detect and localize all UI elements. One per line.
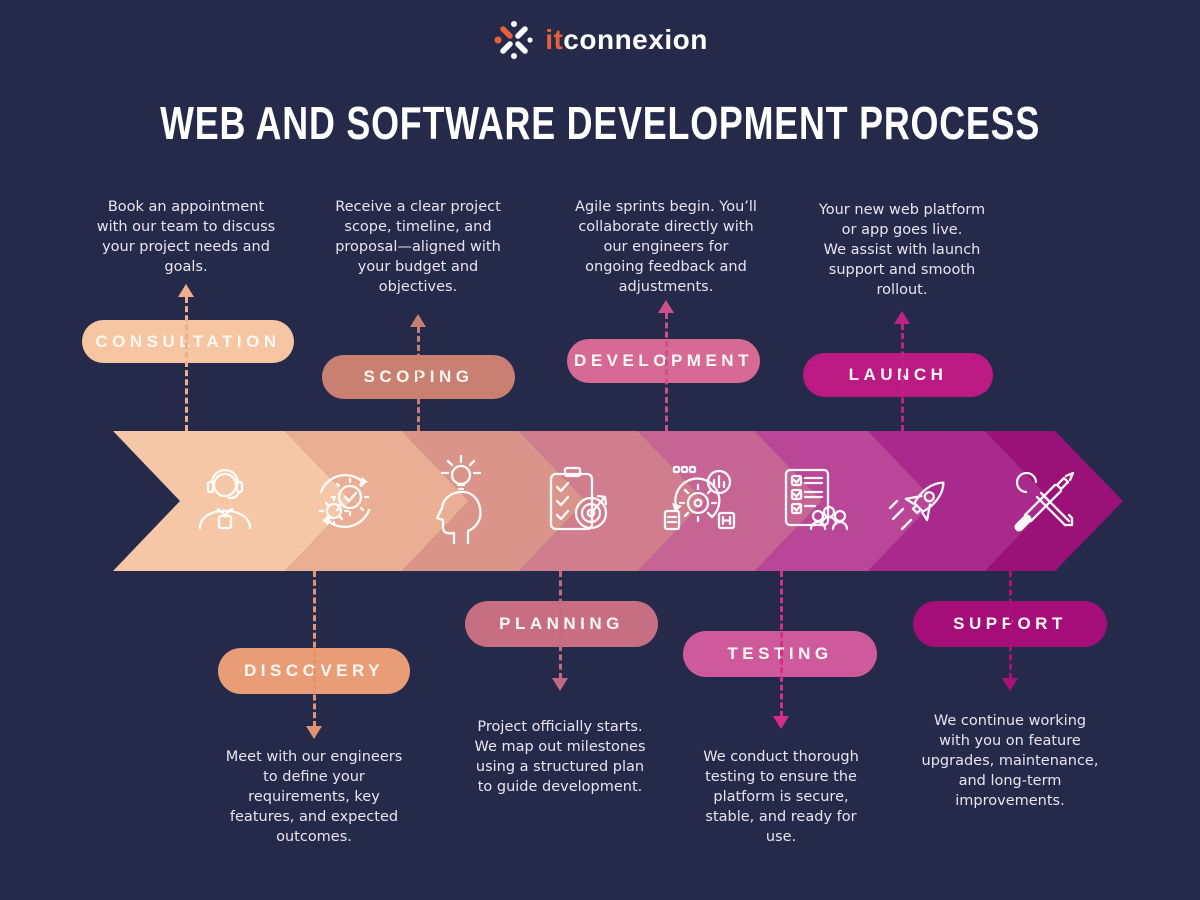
- stage-description-discovery: Meet with our engineers to define your r…: [225, 749, 403, 845]
- stage-description-planning: Project officially starts. We map out mi…: [474, 719, 646, 795]
- arrow-up-icon: [658, 300, 674, 313]
- band-segment-scoping: [402, 431, 586, 571]
- network-x-icon: [494, 21, 533, 59]
- band-segment-launch: [868, 431, 1052, 571]
- arrow-up-icon: [178, 284, 194, 297]
- stage-pill-label: DEVELOPMENT: [574, 351, 753, 370]
- process-arrow-band: [113, 431, 1123, 571]
- stage-connector-development: [665, 313, 668, 431]
- stage-connector-testing: [780, 571, 783, 717]
- stage-pill-label: DISCOVERY: [243, 661, 384, 680]
- page-title: WEB AND SOFTWARE DEVELOPMENT PROCESS: [160, 97, 1040, 149]
- idea-head-icon: [435, 454, 482, 545]
- arrow-up-icon: [410, 314, 426, 327]
- arrow-down-icon: [773, 716, 789, 729]
- band-segment-consultation: [113, 431, 352, 571]
- arrow-up-icon: [894, 311, 910, 324]
- stage-description-testing: We conduct thorough testing to ensure th…: [703, 749, 859, 845]
- stage-connector-scoping: [417, 327, 420, 431]
- stage-pill-launch: LAUNCH: [803, 353, 993, 397]
- stage-connector-launch: [901, 324, 904, 431]
- stage-pill-development: DEVELOPMENT: [567, 339, 760, 383]
- stage-pill-label: SUPPORT: [953, 614, 1067, 633]
- stage-connector-planning: [559, 571, 562, 679]
- arrow-down-icon: [552, 678, 568, 691]
- arrow-down-icon: [306, 726, 322, 739]
- rocket-icon: [888, 481, 945, 531]
- stage-connector-discovery: [313, 571, 316, 727]
- stage-pill-label: LAUNCH: [848, 365, 948, 384]
- process-gears-icon: [318, 473, 371, 529]
- clipboard-target-icon: [549, 466, 608, 531]
- brand-wordmark: itconnexion: [545, 24, 708, 56]
- arrow-down-icon: [1002, 678, 1018, 691]
- stage-pill-consultation: CONSULTATION: [82, 320, 294, 363]
- stage-connector-support: [1009, 571, 1012, 679]
- stage-pill-label: TESTING: [727, 644, 833, 663]
- agile-sprint-icon: [663, 465, 736, 531]
- stage-description-development: Agile sprints begin. You’ll collaborate …: [575, 199, 757, 295]
- stage-connector-consultation: [185, 297, 188, 431]
- band-segment-discovery: [285, 431, 469, 571]
- stage-description-consultation: Book an appointment with our team to dis…: [96, 199, 276, 275]
- logo-text-connexion: connexion: [563, 24, 708, 55]
- headset-agent-icon: [198, 468, 252, 530]
- band-segment-support: [985, 431, 1123, 571]
- checklist-team-icon: [784, 468, 849, 531]
- band-segment-testing: [755, 431, 935, 571]
- stage-description-support: We continue working with you on feature …: [921, 713, 1099, 809]
- tools-icon: [1014, 471, 1075, 532]
- logo-text-it: it: [545, 24, 564, 55]
- stage-pill-label: SCOPING: [363, 367, 474, 386]
- band-segment-planning: [519, 431, 705, 571]
- brand-logo: itconnexion: [0, 18, 1200, 62]
- stage-description-scoping: Receive a clear project scope, timeline,…: [335, 199, 501, 295]
- stage-description-launch: Your new web platform or app goes live. …: [818, 202, 986, 298]
